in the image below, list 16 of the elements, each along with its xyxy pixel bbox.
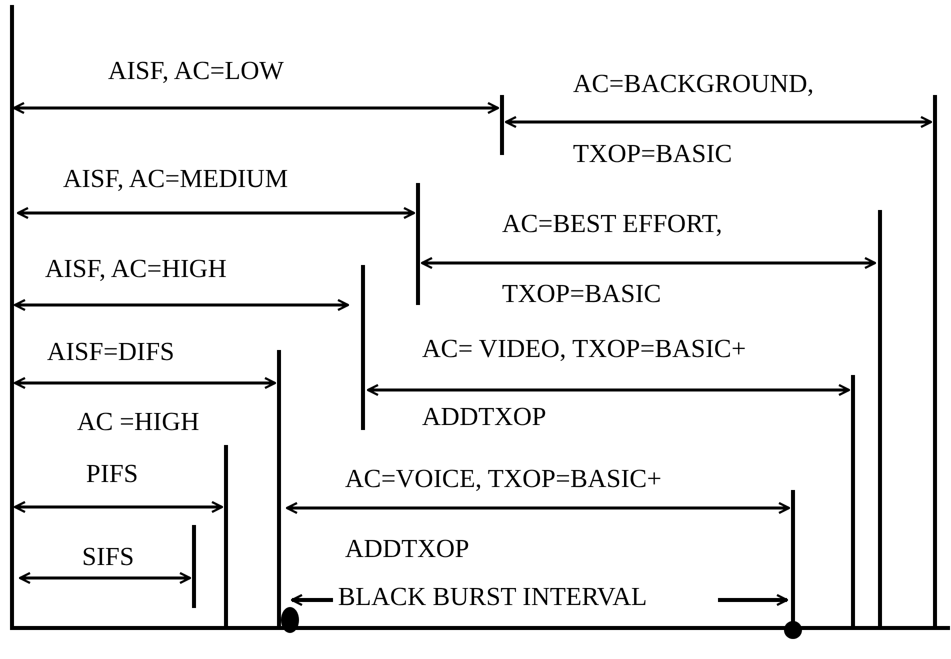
interval-label: AISF=DIFS (47, 338, 174, 366)
interval-label: AC=BEST EFFORT, (502, 210, 722, 238)
interval-label: BLACK BURST INTERVAL (338, 583, 647, 611)
interval-label: AISF, AC=MEDIUM (63, 165, 288, 193)
interval-label: TXOP=BASIC (502, 280, 662, 308)
interval-label: AC =HIGH (77, 408, 200, 436)
interval-label: AISF, AC=LOW (108, 57, 284, 85)
interval-label: TXOP=BASIC (573, 140, 732, 168)
interval-label: AISF, AC=HIGH (45, 255, 227, 283)
interval-label: ADDTXOP (422, 403, 546, 431)
interval-label: SIFS (82, 543, 134, 571)
interval-label: PIFS (86, 460, 138, 488)
interval-label: ADDTXOP (345, 535, 470, 563)
interval-label: AC=VOICE, TXOP=BASIC+ (345, 465, 662, 493)
interval-label: AC= VIDEO, TXOP=BASIC+ (422, 335, 746, 363)
interval-label: AC=BACKGROUND, (573, 70, 814, 98)
